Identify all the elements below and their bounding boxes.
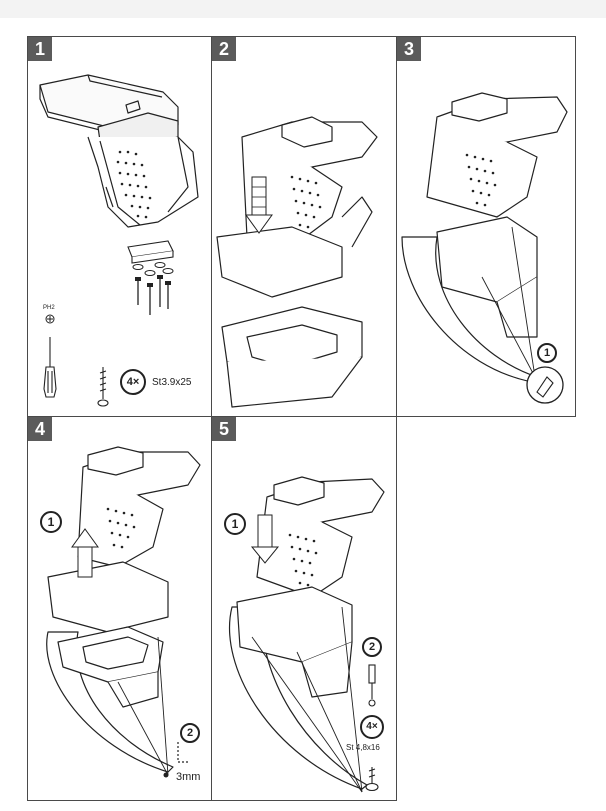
callout-1: 1 [224,513,246,535]
quantity-badge: 4× [120,369,146,395]
step-number-2: 2 [212,37,236,61]
step-number-3: 3 [397,37,421,61]
callout-1: 1 [537,343,557,363]
armrest-final-illustration [228,476,385,793]
screwdriver-label: PH2 [43,305,55,311]
callout-2: 2 [362,637,382,657]
step-2-panel: 2 [211,36,397,417]
step-number-4: 4 [28,417,52,441]
step-1-panel: 1 [27,36,212,417]
drill-size-label: 3mm [176,771,201,783]
step-4-panel: 4 [27,416,212,801]
screw-spec-label: St 4,8x16 [346,743,380,752]
quantity-badge: 4× [360,715,384,739]
top-bar [0,0,606,18]
step-number-5: 5 [212,417,236,441]
armrest-lifting-illustration [46,446,201,778]
step-5-panel: 5 [211,416,397,801]
callout-1: 1 [40,511,62,533]
step-3-panel: 3 1 [396,36,576,417]
screw-spec-label: St3.9x25 [152,377,192,388]
armrest-mounted-illustration [401,92,568,404]
armrest-lowering-illustration [216,116,378,408]
armrest-exploded-illustration [39,74,199,407]
callout-2: 2 [180,723,200,743]
step-number-1: 1 [28,37,52,61]
